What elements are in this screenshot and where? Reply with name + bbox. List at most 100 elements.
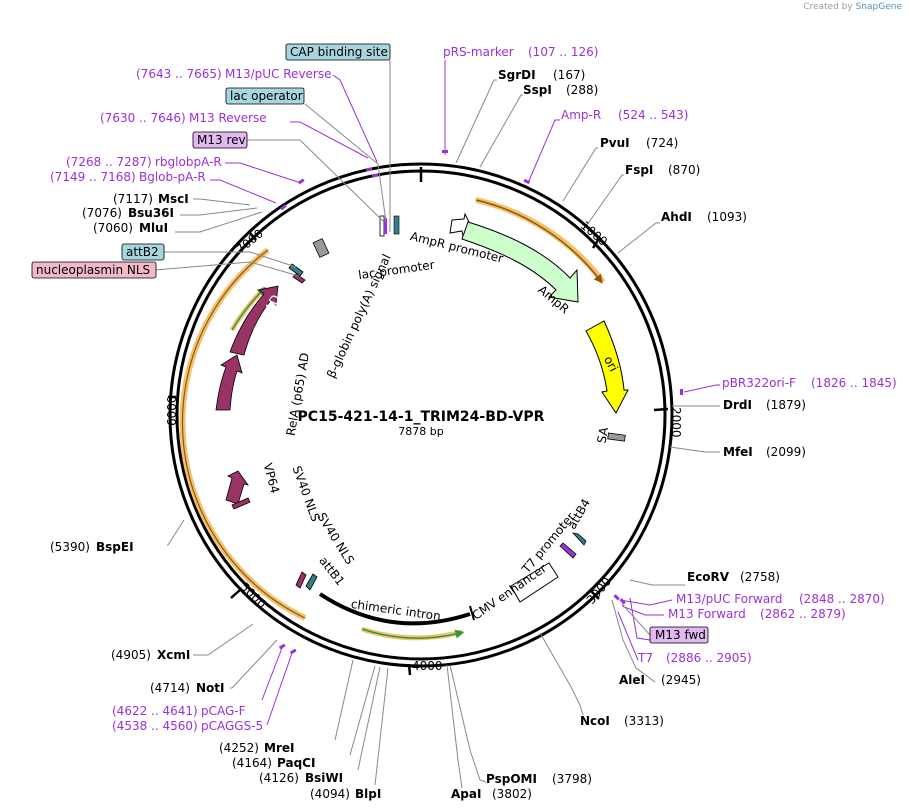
primer-t7-pos: (2886 .. 2905): [666, 651, 752, 665]
primer-pcaggs5-pos: (4538 .. 4560): [112, 719, 198, 733]
nucleoplasmin-nls-box[interactable]: [31, 261, 157, 279]
ori-arrow[interactable]: [585, 320, 629, 414]
nucleoplasmin-nls-label: nucleoplasmin NLS: [36, 263, 150, 277]
primer-ampr-name: Amp-R: [561, 108, 601, 122]
site-msci-name: MscI: [158, 192, 189, 206]
site-sgrdi-pos: (167): [553, 68, 585, 82]
site-apai-name: ApaI: [451, 787, 481, 801]
primer-rbglobpar-name: rbglobpA-R: [155, 155, 222, 169]
site-mfei-name: MfeI: [723, 445, 753, 459]
primer-m13-fwd-name: M13 Forward: [668, 607, 746, 621]
site-alei-name: AleI: [619, 673, 645, 687]
primer-m13puc-fwd-pos: (2848 .. 2870): [799, 592, 885, 606]
site-fspi-name: FspI: [625, 163, 653, 177]
site-bspei-pos: (5390): [50, 540, 90, 554]
site-bspei-name: BspEI: [96, 540, 134, 554]
chimeric-intron-line[interactable]: [318, 592, 471, 626]
plasmid-name: PC15-421-14-1_TRIM24-BD-VPR: [298, 409, 545, 425]
site-pvui-pos: (724): [646, 136, 678, 150]
chimeric-intron-end: [469, 605, 475, 621]
site-ahdi-pos: (1093): [707, 210, 747, 224]
primer-m13rev-name: M13 Reverse: [189, 111, 267, 125]
bglobin-arrow[interactable]: [288, 263, 304, 277]
rela-ad-arrow[interactable]: [215, 354, 243, 411]
site-noti-pos: (4714): [150, 681, 190, 695]
primer-pcaggs5-name: pCAGGS-5: [201, 719, 263, 733]
site-msci-pos: (7117): [113, 192, 153, 206]
site-drdi-pos: (1879): [766, 398, 806, 412]
tick-2000: 2000: [669, 407, 683, 438]
site-paqci-pos: (4164): [232, 756, 272, 770]
primer-m13puc-fwd-name: M13/pUC Forward: [676, 592, 783, 606]
ampr-arrow[interactable]: [461, 221, 579, 303]
sv40-nls-2-label: SV40 NLS: [290, 464, 323, 523]
snapgene-watermark: Created by SnapGene: [803, 2, 902, 12]
site-bsiwi-name: BsiWI: [305, 771, 343, 785]
site-ncoi-name: NcoI: [580, 714, 610, 728]
sa-feature[interactable]: [607, 432, 626, 442]
vpr-orf-line: [181, 249, 306, 619]
site-blpi-name: BlpI: [355, 787, 381, 801]
site-mrei-pos: (4252): [219, 741, 259, 755]
site-mlui-name: MluI: [139, 221, 168, 235]
attb2-block[interactable]: [312, 238, 330, 258]
primer-m13-fwd-pos: (2862 .. 2879): [760, 607, 846, 621]
primer-bglob-par-pos: (7149 .. 7168): [50, 170, 136, 184]
primer-pbr322ori-name: pBR322ori-F: [722, 376, 796, 390]
m13-rev-box[interactable]: [192, 131, 248, 149]
site-bsu36i-name: Bsu36I: [128, 206, 174, 220]
plasmid-size: 7878 bp: [398, 425, 443, 438]
attb1-arrow[interactable]: [305, 573, 318, 591]
primer-t7-name: T7: [637, 651, 653, 665]
tick-marks: [168, 167, 669, 676]
primer-pcagf-name: pCAG-F: [201, 704, 246, 718]
site-xcmi-name: XcmI: [157, 648, 190, 662]
cap-binding-site-label: CAP binding site: [290, 45, 388, 59]
primer-m13puc-rev-pos: (7643 .. 7665): [136, 67, 222, 81]
primer-marks: [278, 150, 683, 655]
primer-leader-lines: [210, 60, 720, 726]
site-psppomi-name: PspOMI: [486, 772, 537, 786]
site-paqci-name: PaqCI: [277, 756, 315, 770]
cmv-enhancer-block[interactable]: [510, 562, 559, 603]
sv40-nls-left-arrow[interactable]: [231, 497, 251, 510]
rta-ad-arrow[interactable]: [229, 285, 279, 356]
site-sgrdi-name: SgrDI: [498, 68, 536, 82]
vp64-arrow[interactable]: [225, 470, 249, 505]
sv40-nls-arrow[interactable]: [295, 571, 307, 589]
site-leader-lines: [167, 79, 720, 789]
site-ecorv-name: EcoRV: [687, 570, 730, 584]
site-drdi-name: DrdI: [723, 398, 752, 412]
site-bsiwi-pos: (4126): [259, 771, 299, 785]
site-fspi-pos: (870): [668, 163, 700, 177]
primer-m13puc-rev-name: M13/pUC Reverse: [225, 67, 332, 81]
site-pvui-name: PvuI: [600, 136, 630, 150]
cap-binding-site-box[interactable]: [285, 43, 391, 61]
site-bsu36i-pos: (7076): [82, 206, 122, 220]
sa-label: SA: [595, 425, 612, 444]
cmv-enhancer-label: CMV enhancer: [470, 561, 550, 623]
m13-fwd-box[interactable]: [649, 626, 709, 644]
primer-rbglobpar-pos: (7268 .. 7287): [66, 155, 152, 169]
lac-operator-box[interactable]: [225, 87, 305, 105]
cap-site-block[interactable]: [393, 215, 400, 235]
site-xcmi-pos: (4905): [111, 648, 151, 662]
watermark-prefix: Created by: [803, 2, 853, 12]
box-leader-lines: [154, 60, 651, 636]
m13-fwd-label: M13 fwd: [655, 628, 706, 642]
primer-ampr-pos: (524 .. 543): [618, 108, 688, 122]
lac-operator-block[interactable]: [384, 218, 387, 234]
primer-bglob-par-name: Bglob-pA-R: [139, 170, 206, 184]
site-mrei-name: MreI: [264, 741, 294, 755]
t7-promoter-arrow[interactable]: [559, 542, 577, 559]
attb4-arrow[interactable]: [571, 532, 587, 546]
vp64-label: VP64: [261, 462, 282, 495]
site-mlui-pos: (7060): [93, 221, 133, 235]
site-ncoi-pos: (3313): [624, 714, 664, 728]
bglobin-arrow-2[interactable]: [292, 273, 306, 284]
backbone-outer: [168, 162, 674, 668]
site-apai-pos: (3802): [492, 787, 532, 801]
attb2-box[interactable]: [121, 243, 165, 261]
site-blpi-pos: (4094): [310, 787, 350, 801]
